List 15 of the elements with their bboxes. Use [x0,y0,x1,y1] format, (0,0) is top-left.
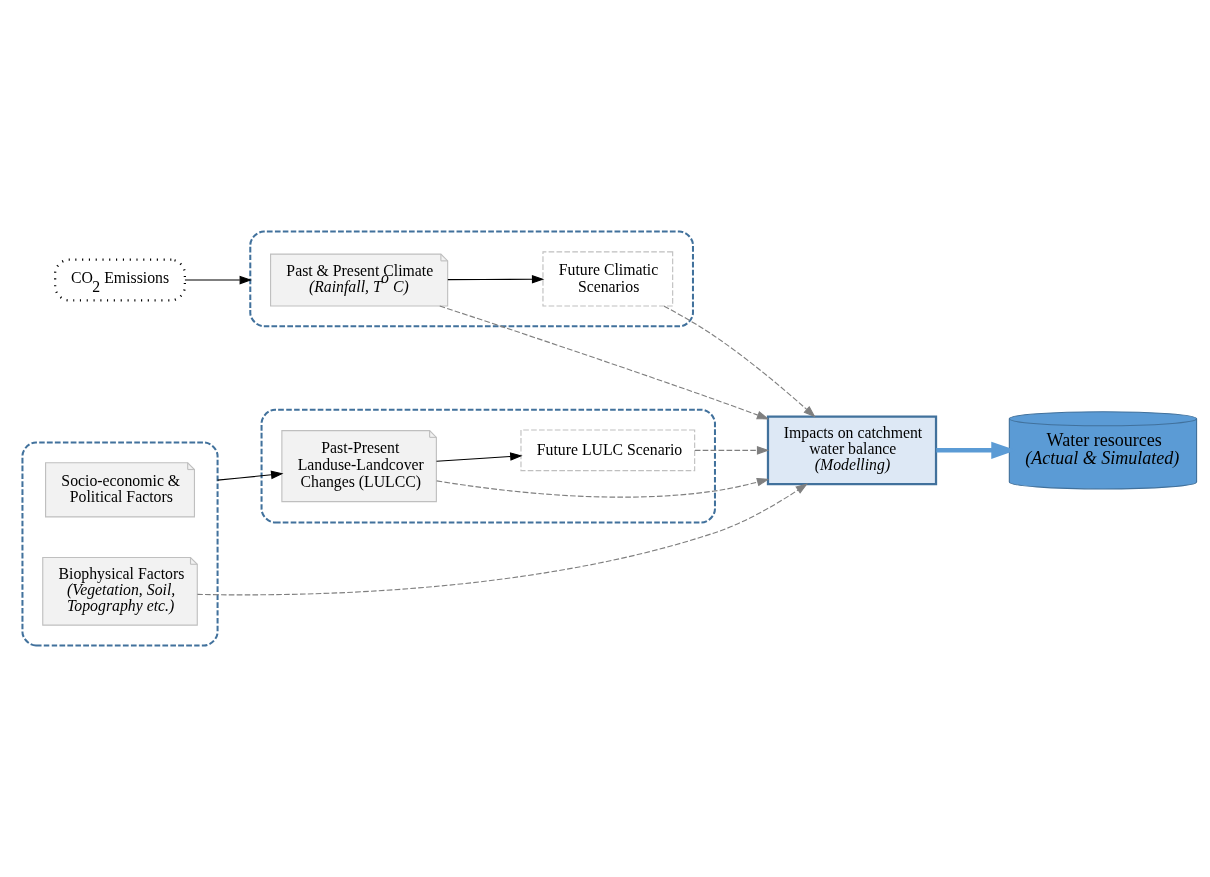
arrow [663,305,816,418]
arrow [435,452,523,462]
cluster [249,230,694,328]
cluster [21,441,219,647]
node-box: Future LULC Scenario [520,429,696,472]
arrow [694,446,770,455]
arrow [436,477,770,498]
arrow [447,274,545,284]
arrow [439,305,770,420]
arrow [184,275,252,285]
arrow [196,483,808,596]
cluster [260,408,716,524]
node-box: Future Climatic Scenarios [542,251,674,307]
arrow [217,470,284,481]
node-box: Impacts on catchment water balance (Modelling) [766,415,938,486]
